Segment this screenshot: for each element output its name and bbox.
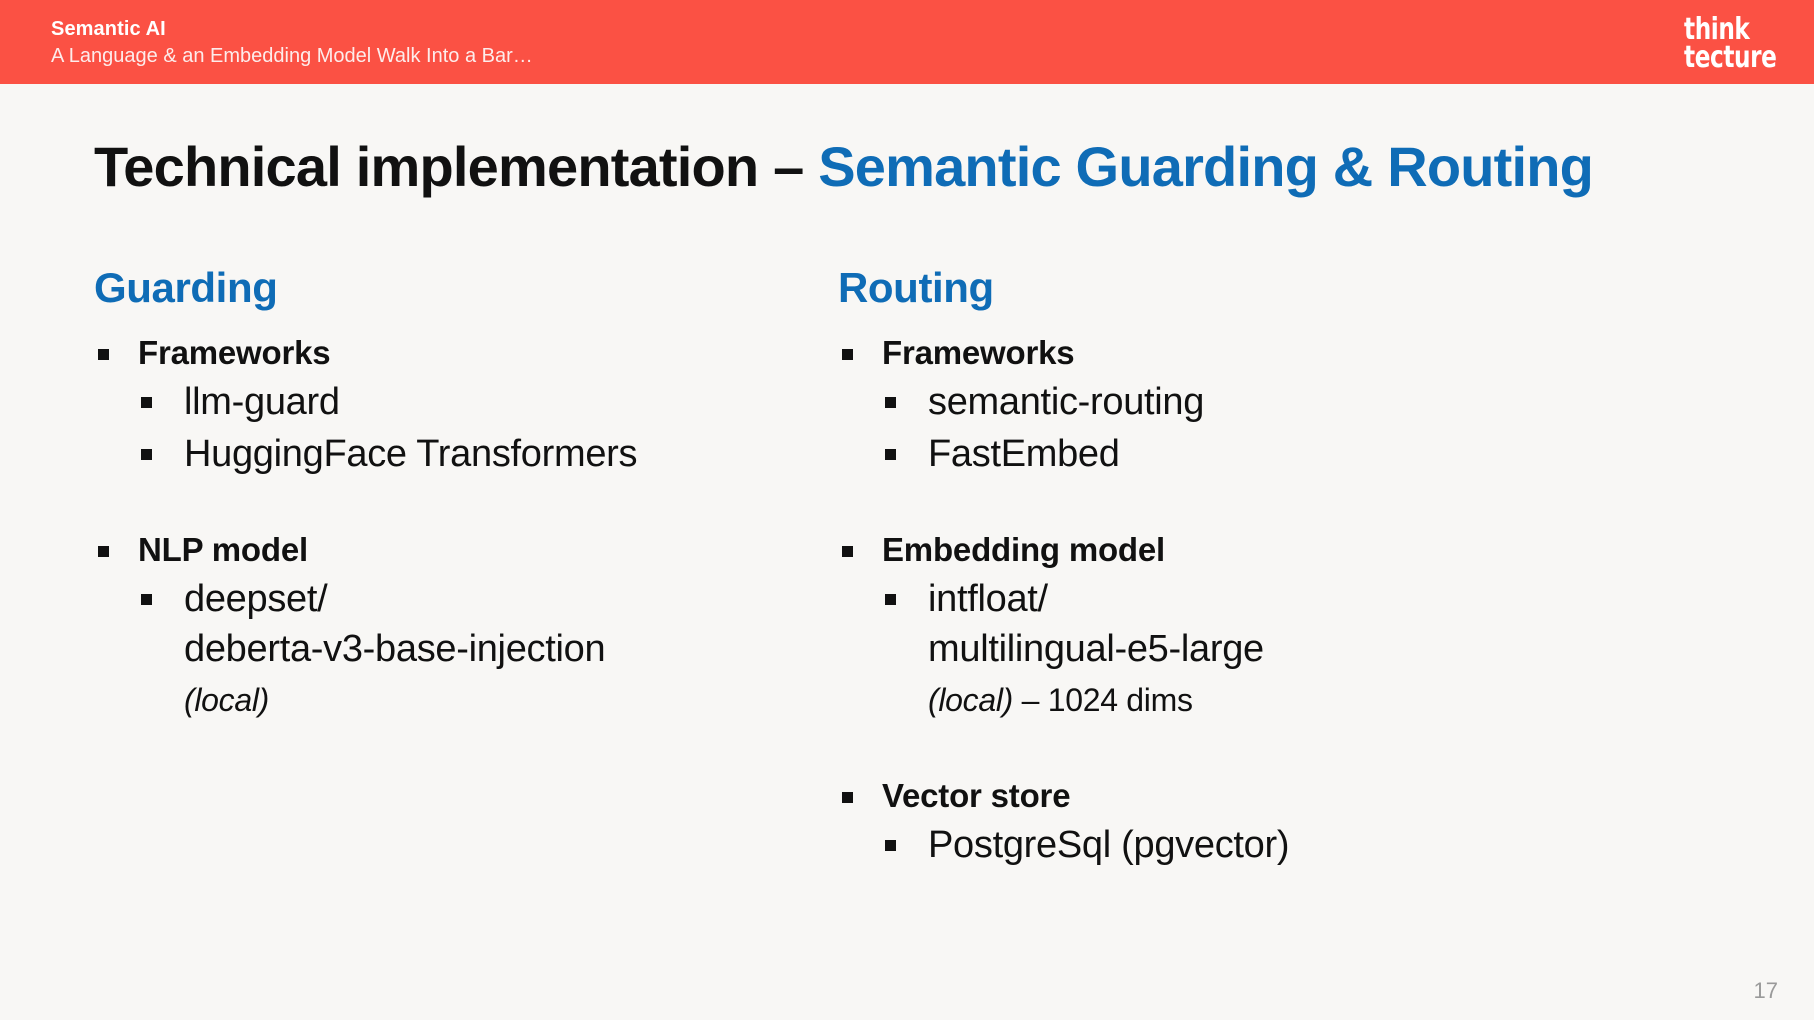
list-item: HuggingFace Transformers (138, 429, 794, 479)
list-item: FastEmbed (882, 429, 1598, 479)
list-item: semantic-routing (882, 377, 1598, 427)
list-item-label: Vector store (882, 777, 1071, 814)
list-item-label: Frameworks (138, 334, 331, 371)
list-spacer (838, 483, 1598, 527)
list-spacer (838, 729, 1598, 773)
list-item-frameworks: Frameworks semantic-routing FastEmbed (838, 330, 1598, 479)
square-bullet-icon (885, 397, 896, 408)
list-item: PostgreSql (pgvector) (882, 820, 1598, 870)
list-item-embedding-model: Embedding model intfloat/ multilingual-e… (838, 527, 1598, 725)
model-namespace: intfloat/ (928, 578, 1048, 620)
square-bullet-icon (842, 349, 853, 360)
model-dims: – 1024 dims (1013, 682, 1193, 718)
square-bullet-icon (141, 397, 152, 408)
square-bullet-icon (141, 449, 152, 460)
list-item-label: semantic-routing (928, 381, 1205, 423)
list-item-label: NLP model (138, 531, 308, 568)
square-bullet-icon (885, 840, 896, 851)
model-name: multilingual-e5-large (928, 628, 1264, 670)
page-title-accent: Semantic Guarding & Routing (818, 135, 1594, 198)
list-item-label: Frameworks (882, 334, 1075, 371)
square-bullet-icon (885, 449, 896, 460)
header-subtitle: A Language & an Embedding Model Walk Int… (51, 45, 533, 67)
square-bullet-icon (98, 349, 109, 360)
list-item-frameworks: Frameworks llm-guard HuggingFace Transfo… (94, 330, 794, 479)
vector-store-sublist: PostgreSql (pgvector) (882, 820, 1598, 870)
page-title: Technical implementation – Semantic Guar… (94, 133, 1594, 201)
logo-line-think: think (1683, 12, 1750, 47)
list-item-label: Embedding model (882, 531, 1166, 568)
list-item-label: PostgreSql (pgvector) (928, 824, 1290, 866)
square-bullet-icon (98, 546, 109, 557)
embedding-model-sublist: intfloat/ multilingual-e5-large (local) … (882, 574, 1598, 725)
header-band: Semantic AI A Language & an Embedding Mo… (0, 0, 1814, 84)
list-spacer (94, 483, 794, 527)
column-routing: Routing Frameworks semantic-routing Fast… (838, 262, 1598, 874)
list-item-vector-store: Vector store PostgreSql (pgvector) (838, 773, 1598, 870)
square-bullet-icon (141, 594, 152, 605)
column-heading-routing: Routing (838, 264, 994, 311)
frameworks-sublist: semantic-routing FastEmbed (882, 377, 1598, 479)
list-item: intfloat/ multilingual-e5-large (local) … (882, 574, 1598, 725)
list-item: deepset/ deberta-v3-base-injection (loca… (138, 574, 794, 725)
list-item: llm-guard (138, 377, 794, 427)
nlp-model-sublist: deepset/ deberta-v3-base-injection (loca… (138, 574, 794, 725)
list-item-nlp-model: NLP model deepset/ deberta-v3-base-injec… (94, 527, 794, 725)
routing-list: Frameworks semantic-routing FastEmbed (838, 330, 1598, 870)
list-item-label: llm-guard (184, 381, 340, 423)
square-bullet-icon (885, 594, 896, 605)
column-heading-guarding: Guarding (94, 264, 278, 311)
thinktecture-logo: think tecture (1683, 12, 1777, 75)
guarding-list: Frameworks llm-guard HuggingFace Transfo… (94, 330, 794, 725)
model-note: (local) (928, 682, 1014, 718)
header-text-block: Semantic AI A Language & an Embedding Mo… (51, 16, 533, 70)
list-item-label: intfloat/ multilingual-e5-large (local) … (928, 578, 1264, 720)
logo-line-tecture: tecture (1683, 40, 1777, 75)
list-item-label: HuggingFace Transformers (184, 433, 638, 475)
model-name: deberta-v3-base-injection (184, 628, 606, 670)
list-item-label: FastEmbed (928, 433, 1120, 475)
header-title: Semantic AI (51, 18, 166, 40)
page-number: 17 (1753, 978, 1778, 1003)
column-guarding: Guarding Frameworks llm-guard HuggingFac… (94, 262, 794, 729)
list-item-label: deepset/ deberta-v3-base-injection (loca… (184, 578, 606, 720)
model-note: (local) (184, 682, 270, 718)
page-title-main: Technical implementation – (94, 135, 819, 198)
square-bullet-icon (842, 546, 853, 557)
frameworks-sublist: llm-guard HuggingFace Transformers (138, 377, 794, 479)
square-bullet-icon (842, 792, 853, 803)
model-namespace: deepset/ (184, 578, 328, 620)
